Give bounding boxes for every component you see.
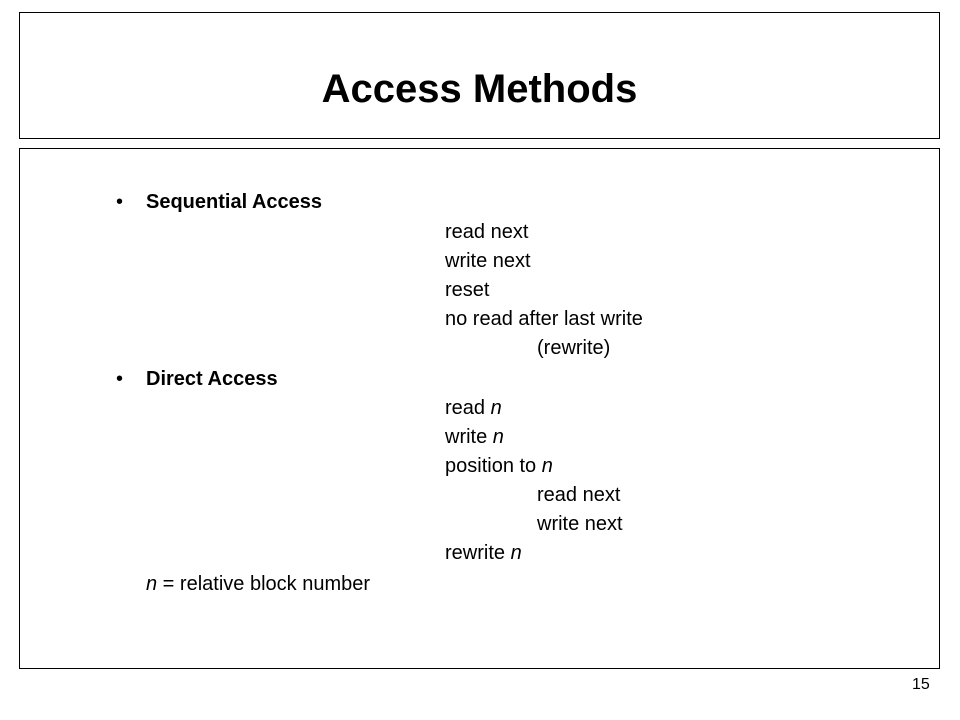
op-read-n-var: n (490, 397, 502, 419)
op-read-next: read next (445, 221, 529, 243)
op-write-n: write n (445, 425, 504, 449)
op-rewrite: (rewrite) (537, 337, 611, 359)
op-position-to-n-var: n (541, 455, 553, 477)
op-write-n-var: n (492, 426, 504, 448)
heading-sequential-access: Sequential Access (146, 191, 323, 213)
op-rewrite-n-var: n (510, 542, 522, 564)
footnote-relative-block-number: n = relative block number (146, 572, 370, 596)
op-reset: reset (445, 279, 490, 301)
op-sub-write-next: write next (537, 513, 623, 535)
footnote-var: n (146, 573, 158, 595)
op-position-to-n: position to n (445, 454, 553, 478)
page-number: 15 (912, 676, 930, 693)
footnote-text: = relative block number (157, 573, 371, 595)
op-read-n: read n (445, 396, 502, 420)
heading-direct-access: Direct Access (146, 368, 278, 390)
op-no-read-after-last-write: no read after last write (445, 308, 643, 330)
title-box: Access Methods (19, 12, 940, 139)
slide-title: Access Methods (321, 67, 638, 111)
op-rewrite-n-label: rewrite (445, 542, 511, 564)
bullet-sequential: • (116, 191, 124, 213)
content-box (19, 148, 940, 669)
bullet-direct: • (116, 368, 124, 390)
op-read-n-label: read (445, 397, 491, 419)
op-sub-read-next: read next (537, 484, 621, 506)
op-position-to-n-label: position to (445, 455, 542, 477)
op-rewrite-n: rewrite n (445, 541, 522, 565)
op-write-n-label: write (445, 426, 493, 448)
op-write-next: write next (445, 250, 531, 272)
